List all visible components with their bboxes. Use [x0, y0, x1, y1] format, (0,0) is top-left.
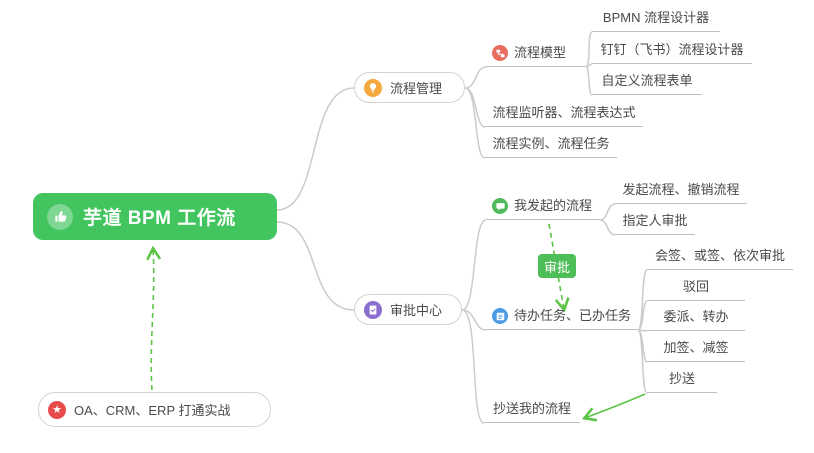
node-listener-expression[interactable]: 流程监听器、流程表达式	[485, 104, 643, 127]
node-my-initiated-processes[interactable]: 我发起的流程	[486, 197, 600, 220]
node-initiate-cancel[interactable]: 发起流程、撤销流程	[615, 181, 747, 204]
todo-done-label: 待办任务、已办任务	[514, 308, 632, 323]
approval-center-label: 审批中心	[390, 303, 443, 318]
node-add-remove-sign[interactable]: 加签、减签	[647, 339, 745, 362]
bulb-icon	[364, 78, 382, 97]
star-icon: ★	[48, 400, 66, 419]
my-initiated-label: 我发起的流程	[514, 198, 593, 213]
node-process-management[interactable]: 流程管理	[354, 72, 465, 103]
listener-expression-label: 流程监听器、流程表达式	[492, 105, 636, 120]
approval-badge-label: 审批	[543, 259, 570, 275]
gray-connectors	[276, 31, 648, 424]
checklist-icon	[492, 308, 508, 324]
thumbs-up-icon	[47, 203, 73, 230]
node-integration-practice[interactable]: ★ OA、CRM、ERP 打通实战	[38, 392, 271, 427]
flow-model-icon	[492, 45, 508, 61]
node-dingtalk-designer[interactable]: 钉钉（飞书）流程设计器	[592, 41, 752, 64]
cc-my-processes-label: 抄送我的流程	[492, 401, 571, 416]
integration-label: OA、CRM、ERP 打通实战	[74, 403, 231, 418]
process-management-label: 流程管理	[390, 81, 443, 96]
node-reject[interactable]: 驳回	[647, 278, 745, 301]
custom-form-label: 自定义流程表单	[601, 73, 693, 88]
node-process-model[interactable]: 流程模型	[486, 44, 586, 67]
countersign-label: 会签、或签、依次审批	[654, 248, 785, 263]
reject-label: 驳回	[682, 279, 709, 294]
process-model-label: 流程模型	[514, 45, 567, 60]
node-instance-task[interactable]: 流程实例、流程任务	[485, 135, 617, 158]
approval-badge: 审批	[538, 254, 576, 278]
chat-bubble-icon	[492, 198, 508, 214]
node-cc[interactable]: 抄送	[647, 370, 717, 393]
bpmn-designer-label: BPMN 流程设计器	[602, 10, 710, 25]
node-todo-done-tasks[interactable]: 待办任务、已办任务	[486, 307, 638, 330]
root-label: 芋道 BPM 工作流	[83, 208, 236, 229]
assignee-approval-label: 指定人审批	[622, 213, 688, 228]
node-bpmn-designer[interactable]: BPMN 流程设计器	[592, 9, 720, 32]
node-countersign[interactable]: 会签、或签、依次审批	[647, 247, 793, 270]
initiate-cancel-label: 发起流程、撤销流程	[622, 182, 740, 197]
node-root-bpm-workflow[interactable]: 芋道 BPM 工作流	[33, 193, 277, 240]
dingtalk-designer-label: 钉钉（飞书）流程设计器	[600, 42, 744, 57]
add-remove-sign-label: 加签、减签	[663, 340, 729, 355]
node-custom-form[interactable]: 自定义流程表单	[592, 72, 702, 95]
cc-label: 抄送	[668, 371, 695, 386]
node-approval-center[interactable]: 审批中心	[354, 294, 462, 325]
node-delegate-transfer[interactable]: 委派、转办	[647, 308, 745, 331]
instance-task-label: 流程实例、流程任务	[492, 136, 610, 151]
cc-arrow	[581, 393, 646, 422]
node-cc-my-processes[interactable]: 抄送我的流程	[484, 400, 580, 423]
delegate-transfer-label: 委派、转办	[663, 309, 729, 324]
clipboard-check-icon	[364, 300, 382, 319]
node-assignee-approval[interactable]: 指定人审批	[615, 212, 695, 235]
